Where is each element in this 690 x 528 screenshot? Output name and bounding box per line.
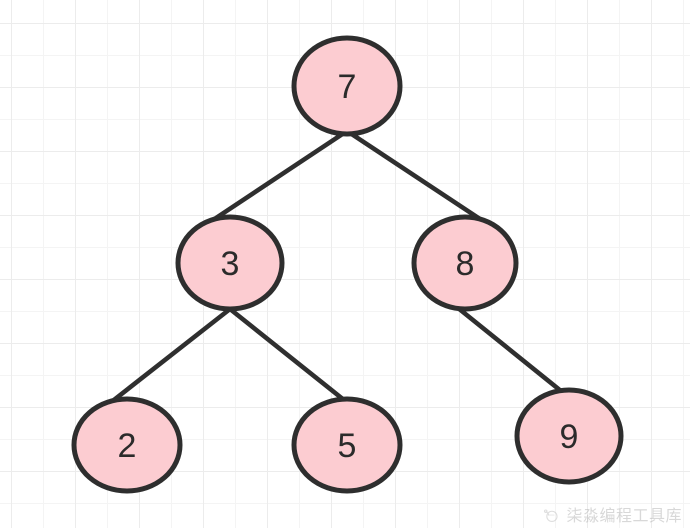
node-ellipse (411, 214, 519, 312)
node-ellipse (175, 214, 285, 312)
node-label: 2 (118, 427, 137, 465)
node-label: 7 (338, 68, 357, 106)
node-label: 9 (560, 418, 579, 456)
edge-3-2 (107, 306, 233, 406)
node-ellipse (514, 387, 624, 485)
edge-7-8 (344, 128, 486, 224)
edge-group (107, 128, 564, 406)
node-group: 7 3 8 2 5 9 (71, 35, 624, 494)
tree-node-8[interactable]: 8 (411, 214, 519, 312)
edge-7-3 (210, 128, 350, 223)
node-label: 3 (221, 245, 240, 283)
edge-8-9 (455, 305, 564, 394)
node-ellipse (71, 396, 183, 494)
node-ellipse (291, 396, 403, 494)
tree-node-2[interactable]: 2 (71, 396, 183, 494)
node-ellipse (291, 35, 403, 137)
node-label: 5 (338, 427, 357, 465)
node-label: 8 (456, 245, 475, 283)
tree-node-5[interactable]: 5 (291, 396, 403, 494)
tree-node-7[interactable]: 7 (291, 35, 403, 137)
tree-node-9[interactable]: 9 (514, 387, 624, 485)
edge-3-5 (227, 306, 347, 403)
tree-node-3[interactable]: 3 (175, 214, 285, 312)
